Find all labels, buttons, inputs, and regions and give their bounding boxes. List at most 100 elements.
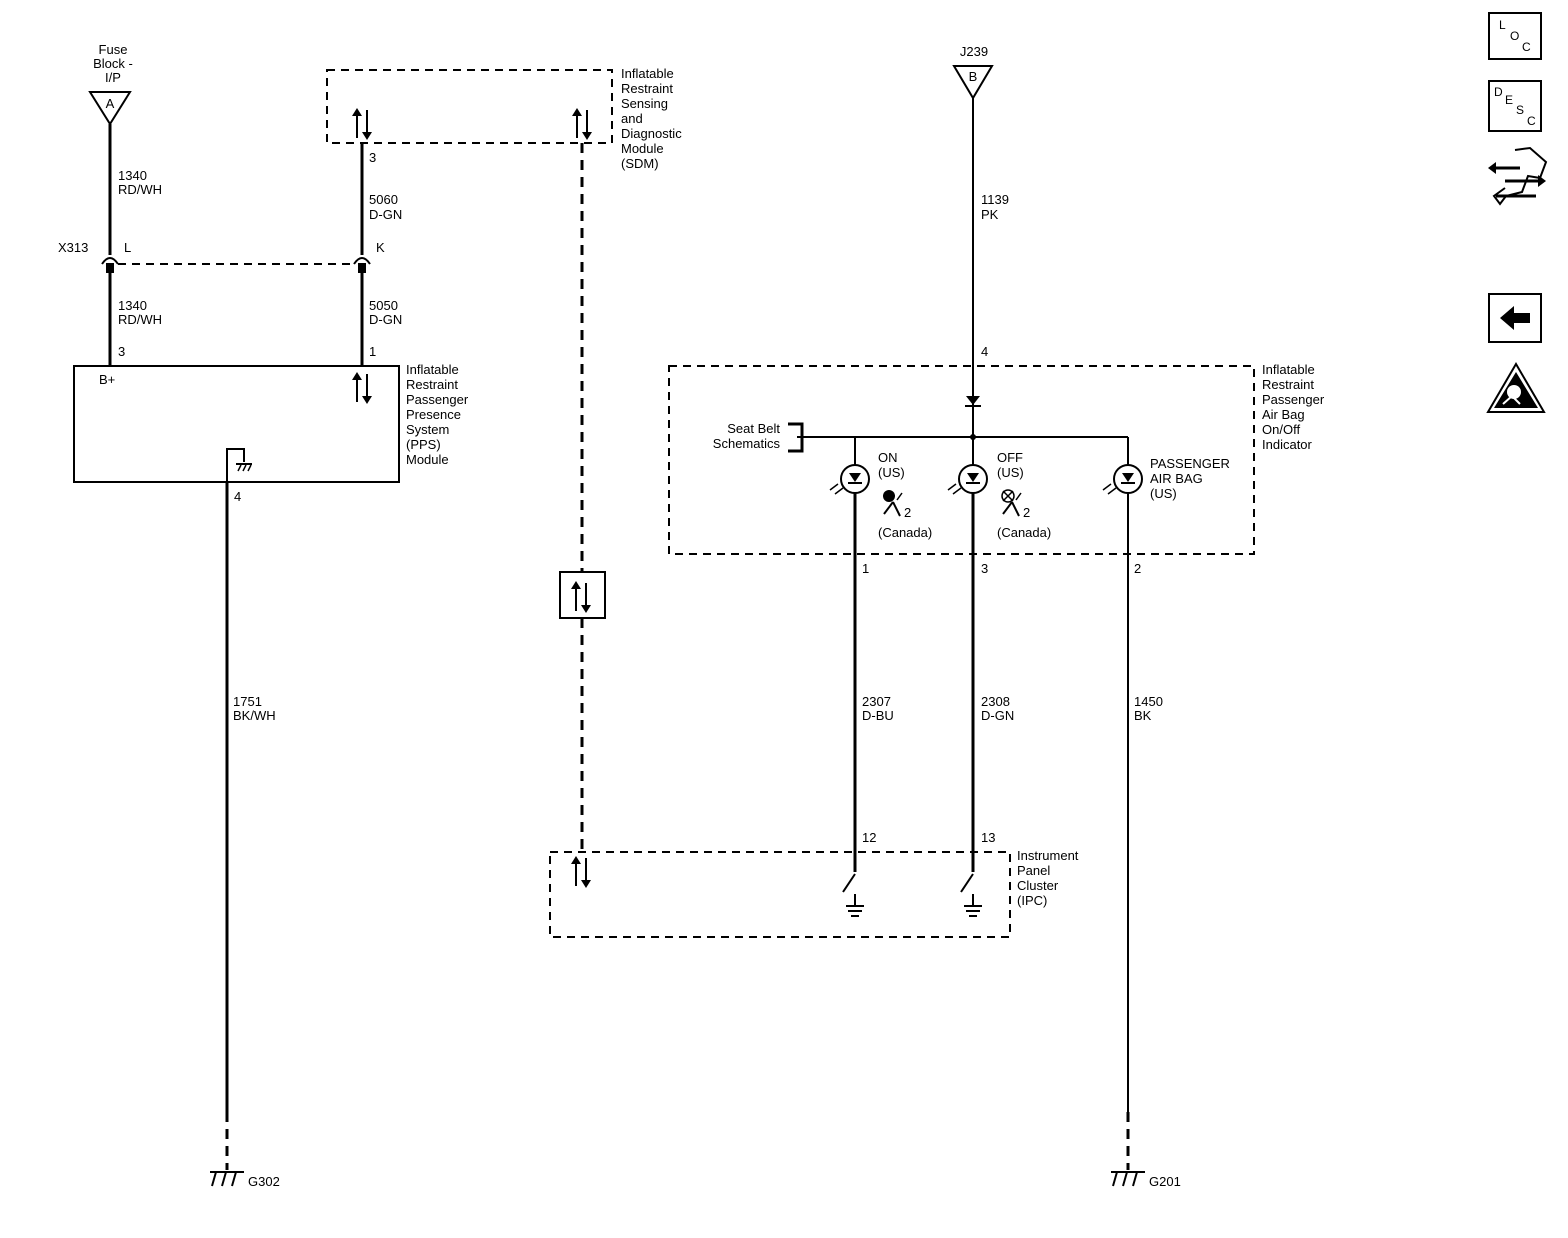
j239-triangle xyxy=(952,65,994,100)
sdm-serial-data-icon xyxy=(351,107,373,141)
svg-text:(SDM): (SDM) xyxy=(621,156,659,171)
sdm-pin-3: 3 xyxy=(369,150,376,165)
svg-text:Air Bag: Air Bag xyxy=(1262,407,1305,422)
pps-pin-3: 3 xyxy=(118,344,125,359)
lamp-off-label: OFF xyxy=(997,450,1023,465)
back-button[interactable] xyxy=(1488,293,1542,343)
wire-2307-color: D-BU xyxy=(862,708,894,723)
svg-text:Module: Module xyxy=(406,452,449,467)
svg-text:Restraint: Restraint xyxy=(1262,377,1314,392)
connector-x313-k-symbol xyxy=(353,257,371,265)
connector-x313-l-symbol xyxy=(101,257,119,265)
lamp-on-label: ON xyxy=(878,450,898,465)
serial-data-bus-box xyxy=(559,571,606,619)
loc-letter-c: C xyxy=(1522,40,1531,54)
back-arrow-icon xyxy=(1500,306,1530,330)
svg-text:Restraint: Restraint xyxy=(621,81,673,96)
svg-text:Inflatable: Inflatable xyxy=(621,66,674,81)
pps-module-box xyxy=(73,365,400,483)
lamp-on-icon xyxy=(829,464,870,495)
svg-text:Instrument: Instrument xyxy=(1017,848,1079,863)
svg-text:Restraint: Restraint xyxy=(406,377,458,392)
fuse-label-3: I/P xyxy=(105,70,121,85)
svg-text:Sensing: Sensing xyxy=(621,96,668,111)
seatbelt-label-1: Seat Belt xyxy=(727,421,780,436)
airbag-off-icon xyxy=(1001,489,1022,517)
wire-5060-num: 5060 xyxy=(369,192,398,207)
ground-g201-icon xyxy=(1111,1171,1145,1187)
desc-letter-s: S xyxy=(1516,103,1525,117)
svg-text:Inflatable: Inflatable xyxy=(406,362,459,377)
svg-text:System: System xyxy=(406,422,449,437)
j239-pin: B xyxy=(969,69,978,84)
indicator-pin-2: 2 xyxy=(1134,561,1141,576)
loc-button[interactable]: L O C xyxy=(1488,12,1542,60)
svg-text:Module: Module xyxy=(621,141,664,156)
desc-button[interactable]: D E S C xyxy=(1488,80,1542,132)
loc-letter-o: O xyxy=(1510,29,1520,43)
airbag-warning-icon[interactable] xyxy=(1486,362,1546,413)
ipc-label: Instrument Panel Cluster (IPC) xyxy=(1017,848,1079,908)
svg-text:Panel: Panel xyxy=(1017,863,1050,878)
lamp-on-canada: (Canada) xyxy=(878,525,932,540)
pps-internal-ground-line xyxy=(226,448,245,482)
lamp-on-sub: 2 xyxy=(904,505,911,520)
ipc-pin-13: 13 xyxy=(981,830,995,845)
desc-letter-e: E xyxy=(1505,93,1514,107)
seatbelt-bracket xyxy=(788,422,804,453)
indicator-pin-3: 3 xyxy=(981,561,988,576)
ground-g302-label: G302 xyxy=(248,1174,280,1189)
lamp-passenger-label-2: AIR BAG xyxy=(1150,471,1203,486)
wire-1340-upper-num: 1340 xyxy=(118,168,147,183)
indicator-label: Inflatable Restraint Passenger Air Bag O… xyxy=(1262,362,1325,452)
svg-text:Indicator: Indicator xyxy=(1262,437,1313,452)
connector-swap-icon[interactable] xyxy=(1488,146,1548,206)
svg-text:Presence: Presence xyxy=(406,407,461,422)
sdm-label: Inflatable Restraint Sensing and Diagnos… xyxy=(621,66,682,171)
lamp-on-region: (US) xyxy=(878,465,905,480)
indicator-diode-icon xyxy=(965,396,981,407)
ipc-serial-data-icon xyxy=(570,855,592,889)
fuse-triangle xyxy=(88,91,132,126)
desc-letter-d: D xyxy=(1494,85,1503,99)
wire-2307-num: 2307 xyxy=(862,694,891,709)
wire-1340-lower-num: 1340 xyxy=(118,298,147,313)
lamp-off-icon xyxy=(947,464,988,495)
fuse-block-ip: Fuse Block - I/P A xyxy=(88,42,133,126)
connector-pin-l-socket xyxy=(106,263,114,273)
wire-5060-color: D-GN xyxy=(369,207,402,222)
lamp-passenger-icon xyxy=(1102,464,1143,495)
svg-text:Passenger: Passenger xyxy=(1262,392,1325,407)
wire-1450-num: 1450 xyxy=(1134,694,1163,709)
fuse-label-2: Block - xyxy=(93,56,133,71)
fuse-label-1: Fuse xyxy=(99,42,128,57)
pps-pin-4: 4 xyxy=(234,489,241,504)
ipc-module-box xyxy=(549,851,1011,938)
ipc-switch-13-icon xyxy=(960,873,982,917)
connector-pin-k: K xyxy=(376,240,385,255)
airbag-on-icon xyxy=(883,490,903,517)
svg-text:Passenger: Passenger xyxy=(406,392,469,407)
lamp-off-region: (US) xyxy=(997,465,1024,480)
svg-text:(PPS): (PPS) xyxy=(406,437,441,452)
ground-g201-label: G201 xyxy=(1149,1174,1181,1189)
wire-2308-color: D-GN xyxy=(981,708,1014,723)
svg-text:(IPC): (IPC) xyxy=(1017,893,1047,908)
seatbelt-label-2: Schematics xyxy=(713,436,781,451)
lamp-passenger-label-1: PASSENGER xyxy=(1150,456,1230,471)
connector-pin-l: L xyxy=(124,240,131,255)
indicator-module-box xyxy=(668,365,1255,555)
sdm-serial-data-icon-2 xyxy=(571,107,593,141)
wire-5050-color: D-GN xyxy=(369,312,402,327)
pps-pin-1: 1 xyxy=(369,344,376,359)
connector-pin-k-socket xyxy=(358,263,366,273)
pps-label: Inflatable Restraint Passenger Presence … xyxy=(406,362,469,467)
fuse-pin: A xyxy=(106,96,115,111)
lamp-passenger-label-3: (US) xyxy=(1150,486,1177,501)
desc-letter-c: C xyxy=(1527,114,1536,128)
sdm-module-box xyxy=(326,69,613,144)
wire-5050-num: 5050 xyxy=(369,298,398,313)
indicator-pin-4: 4 xyxy=(981,344,988,359)
pps-internal-ground-icon xyxy=(236,463,252,472)
svg-text:On/Off: On/Off xyxy=(1262,422,1300,437)
